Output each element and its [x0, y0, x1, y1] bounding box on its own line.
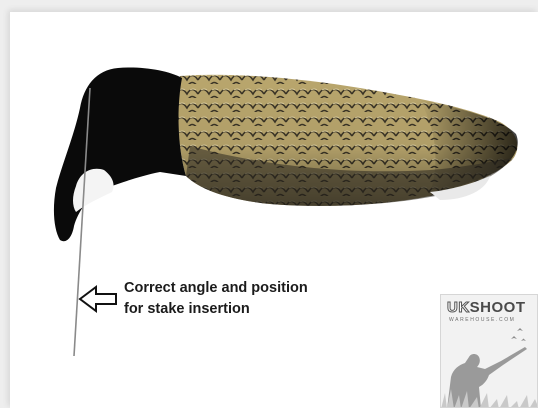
hunter-silhouette-icon: [441, 295, 538, 408]
arrow-left-outline-icon: [80, 287, 116, 311]
birds-icon: [511, 328, 526, 341]
goose-body: [178, 75, 518, 206]
goose-head-neck: [54, 67, 186, 241]
stake-insertion-caption: Correct angle and position for stake ins…: [124, 278, 308, 320]
caption-line-1: Correct angle and position: [124, 278, 308, 299]
caption-line-2: for stake insertion: [124, 299, 308, 320]
ukshoot-logo: UKSHOOT WAREHOUSE.COM: [440, 294, 538, 408]
